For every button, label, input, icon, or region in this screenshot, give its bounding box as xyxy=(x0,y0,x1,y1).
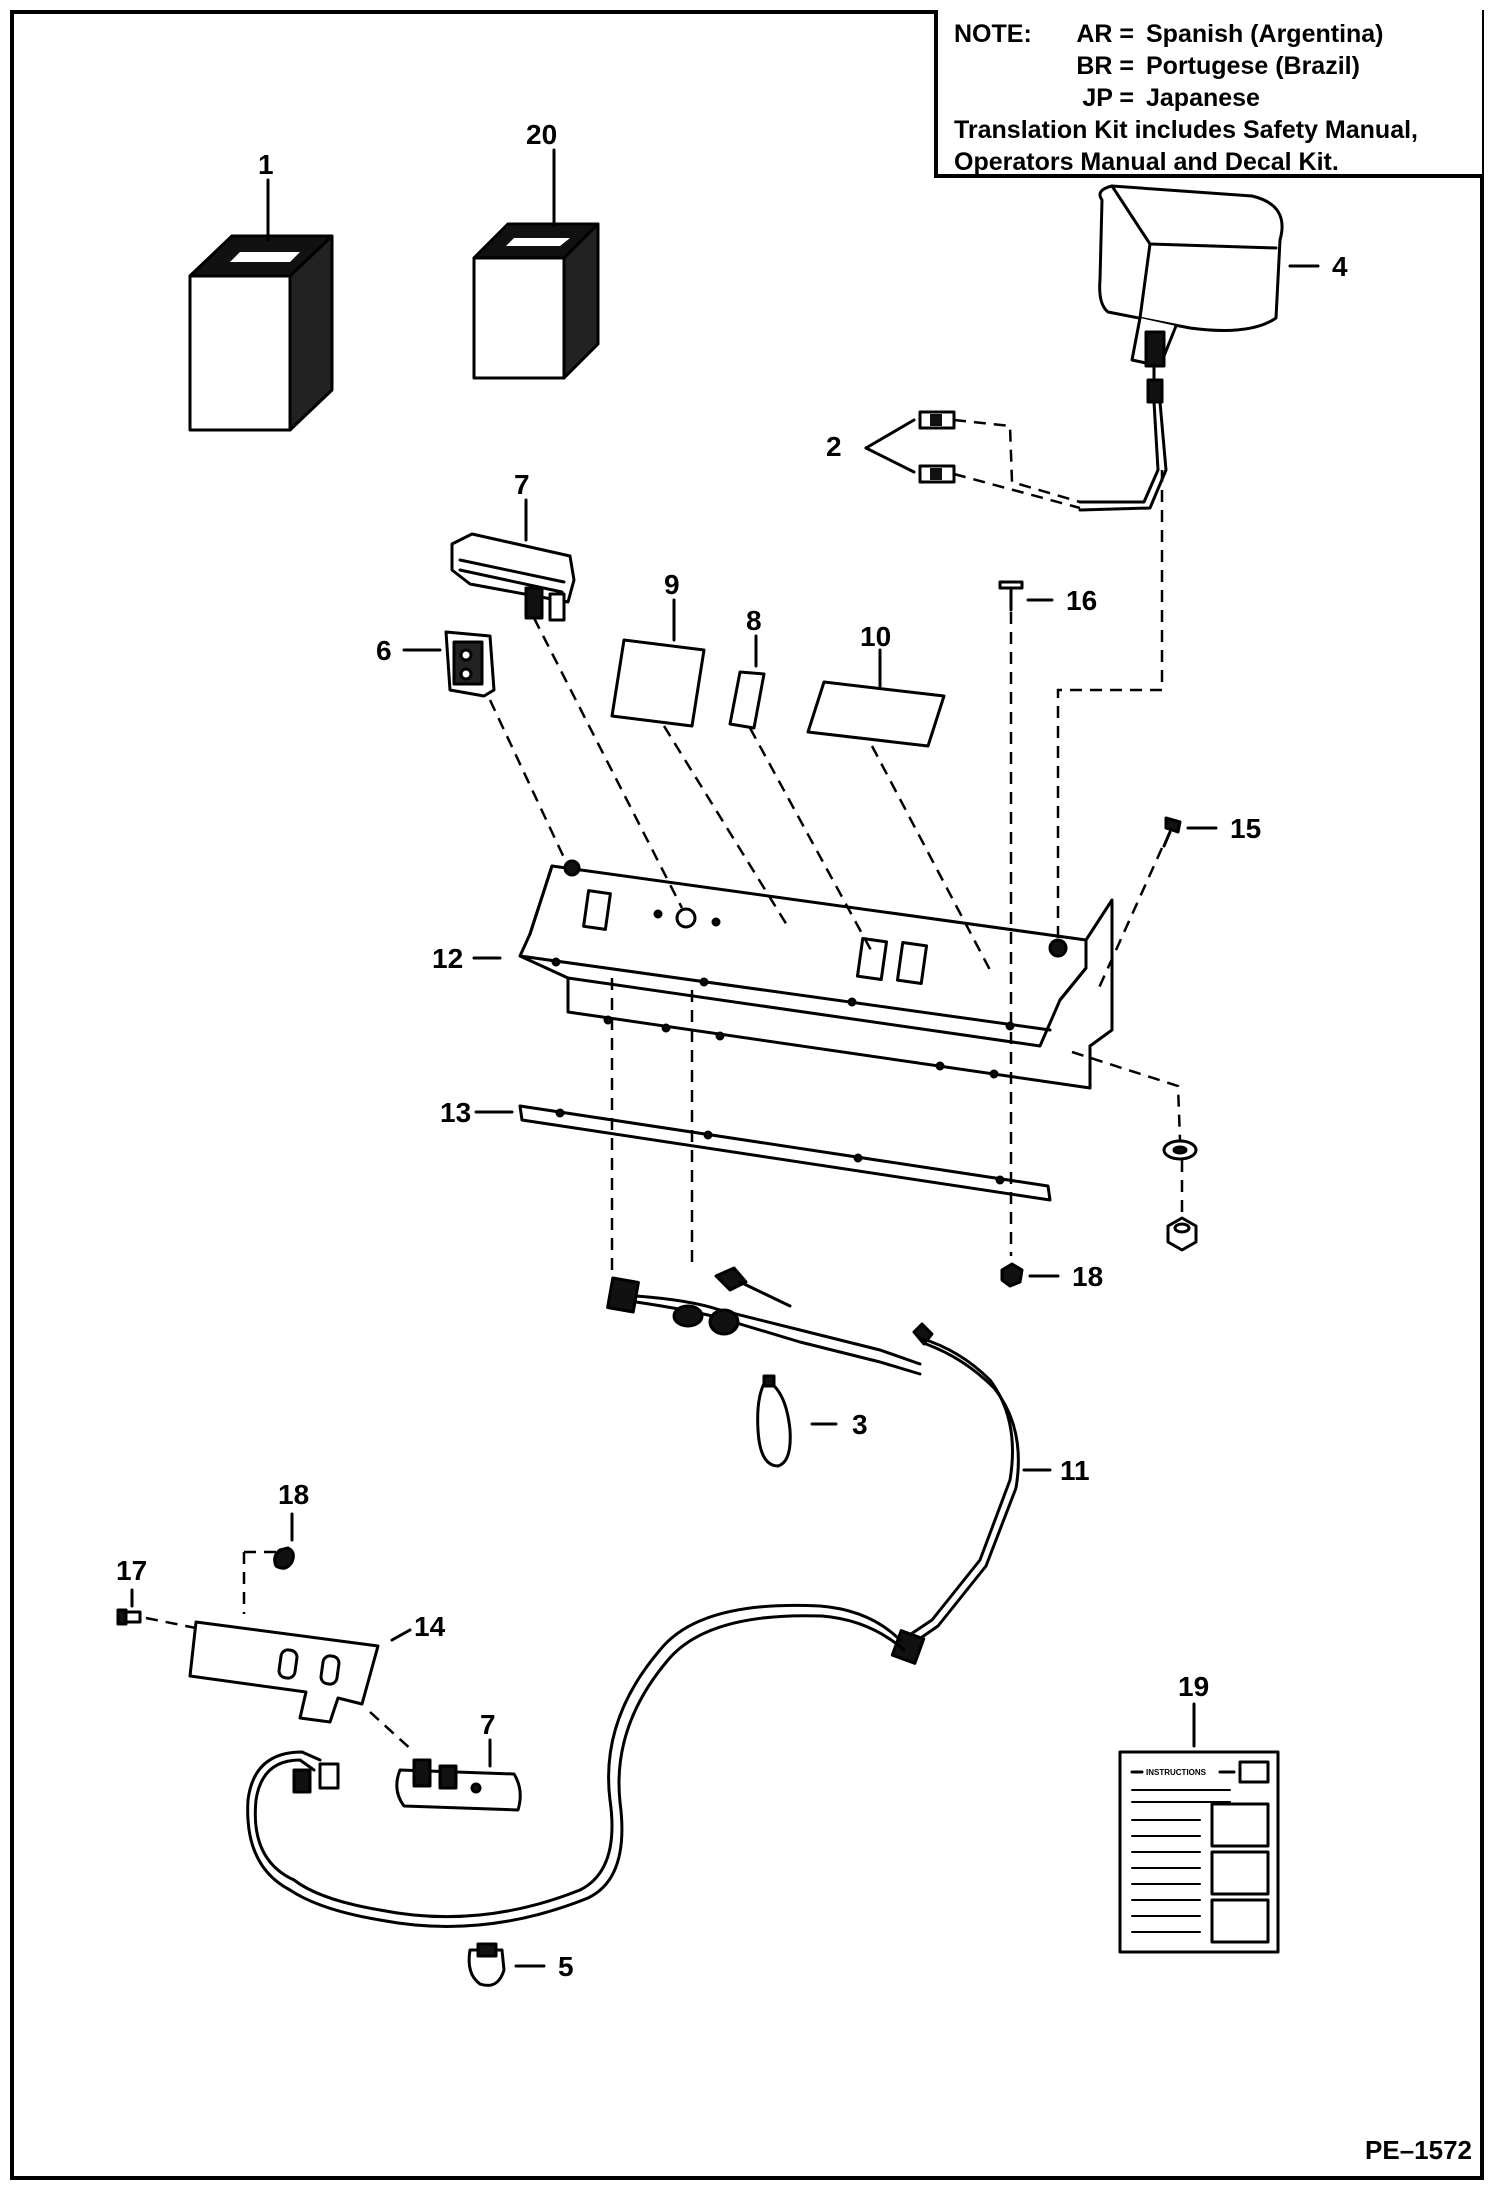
part-4-beacon-light xyxy=(1078,184,1320,512)
note-heading: NOTE: xyxy=(954,20,1032,48)
part-10-decal xyxy=(806,648,946,748)
callout-labels: 1 20 4 2 7 16 9 8 10 6 15 12 13 18 3 11 … xyxy=(116,119,1348,1982)
note-row-br: BR = Portugese (Brazil) xyxy=(954,50,1482,82)
part-6-rocker-switch xyxy=(402,630,496,698)
part-7-lower-switch xyxy=(395,1738,522,1812)
part-5-clip xyxy=(467,1942,546,1987)
callout-16: 16 xyxy=(1066,585,1097,616)
part-8-decal xyxy=(728,634,766,730)
part-11-wiring-harness xyxy=(246,1266,1052,1928)
note-code-key: AR = xyxy=(1076,20,1134,48)
note-row-ar: NOTE: AR = Spanish (Argentina) xyxy=(954,18,1482,50)
note-code-key: JP = xyxy=(1082,84,1134,112)
part-12-bracket xyxy=(472,859,1114,1090)
callout-1: 1 xyxy=(258,149,274,180)
note-code-value: Spanish (Argentina) xyxy=(1146,20,1384,48)
callout-4: 4 xyxy=(1332,251,1348,282)
note-code-value: Japanese xyxy=(1146,84,1260,112)
callout-18-upper: 18 xyxy=(1072,1261,1103,1292)
part-19-instructions-sheet xyxy=(1118,1702,1280,1954)
callout-19: 19 xyxy=(1178,1671,1209,1702)
assembly-leader-lines xyxy=(145,418,1184,1753)
part-3-cable-tie xyxy=(756,1374,838,1468)
part-18-lower-nut xyxy=(273,1512,295,1570)
callout-9: 9 xyxy=(664,569,680,600)
part-17-screw xyxy=(116,1588,142,1626)
callout-8: 8 xyxy=(746,605,762,636)
note-kit-line-1: Translation Kit includes Safety Manual, xyxy=(954,116,1418,144)
part-18-upper-nut xyxy=(1000,1262,1060,1288)
callout-5: 5 xyxy=(558,1951,574,1982)
callout-15: 15 xyxy=(1230,813,1261,844)
part-15-screw xyxy=(1162,816,1218,848)
callout-7-lower: 7 xyxy=(480,1709,496,1740)
callout-12: 12 xyxy=(432,943,463,974)
callout-13: 13 xyxy=(440,1097,471,1128)
note-row-jp: JP = Japanese xyxy=(954,82,1482,114)
callout-3: 3 xyxy=(852,1409,868,1440)
part-13-strip xyxy=(474,1104,1052,1202)
callout-10: 10 xyxy=(860,621,891,652)
callout-20: 20 xyxy=(526,119,557,150)
part-9-decal xyxy=(610,598,706,728)
part-16-bolt xyxy=(998,580,1054,612)
part-2-connectors xyxy=(864,410,956,484)
callout-18-lower: 18 xyxy=(278,1479,309,1510)
part-1-manual xyxy=(188,178,334,432)
note-kit-line-2: Operators Manual and Decal Kit. xyxy=(954,148,1339,176)
instructions-card-title: INSTRUCTIONS xyxy=(1146,1768,1207,1777)
callout-17: 17 xyxy=(116,1555,147,1586)
part-14-plate xyxy=(188,1620,412,1724)
part-20-manual xyxy=(472,148,600,380)
callout-7-upper: 7 xyxy=(514,469,530,500)
figure-id: PE–1572 xyxy=(1365,2135,1472,2165)
washer-and-nut xyxy=(1162,1139,1198,1252)
callout-14: 14 xyxy=(414,1611,446,1642)
callout-6: 6 xyxy=(376,635,392,666)
callout-2: 2 xyxy=(826,431,842,462)
note-code-key: BR = xyxy=(1076,52,1134,80)
callout-11: 11 xyxy=(1060,1455,1090,1486)
translation-note: NOTE: AR = Spanish (Argentina) BR = Port… xyxy=(934,10,1482,178)
part-7-upper-switch xyxy=(450,498,576,622)
note-code-value: Portugese (Brazil) xyxy=(1146,52,1360,80)
